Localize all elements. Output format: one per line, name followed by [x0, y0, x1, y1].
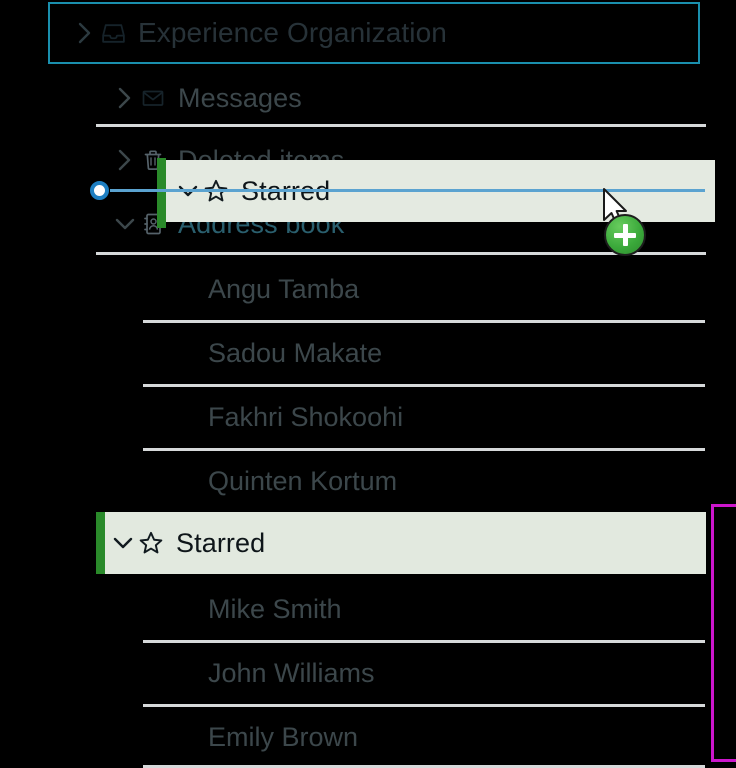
selection-marquee: [711, 504, 736, 762]
tree-item-messages[interactable]: Messages: [96, 78, 656, 118]
chevron-right-icon[interactable]: [112, 147, 138, 173]
list-item[interactable]: Emily Brown: [143, 706, 705, 768]
separator: [143, 765, 705, 768]
tree-item-starred[interactable]: Starred: [96, 512, 706, 574]
chevron-right-icon[interactable]: [112, 85, 138, 111]
drop-indicator-line: [110, 189, 705, 192]
contact-name: Emily Brown: [208, 721, 359, 752]
star-icon: [136, 528, 166, 558]
tree-item-label: Messages: [178, 82, 302, 113]
list-item[interactable]: Quinten Kortum: [143, 450, 705, 512]
star-icon: [201, 176, 231, 206]
contact-name: Angu Tamba: [208, 273, 360, 304]
tree-item-label: Experience Organization: [138, 17, 447, 48]
accent-bar: [96, 512, 105, 574]
plus-icon: [604, 214, 646, 256]
inbox-icon: [98, 18, 128, 48]
contact-name: Sadou Makate: [208, 337, 383, 368]
contact-name: Fakhri Shokoohi: [208, 401, 404, 432]
separator: [143, 704, 705, 707]
chevron-right-icon[interactable]: [72, 20, 98, 46]
list-item[interactable]: Angu Tamba: [143, 258, 705, 320]
chevron-down-icon[interactable]: [112, 211, 138, 237]
list-item[interactable]: John Williams: [143, 642, 705, 704]
envelope-icon: [138, 83, 168, 113]
drop-indicator-handle: [90, 181, 109, 200]
tree-item-experience-organization[interactable]: Experience Organization: [48, 2, 700, 64]
tree-item-label: Starred: [176, 527, 266, 558]
list-item[interactable]: Mike Smith: [143, 578, 705, 640]
list-item[interactable]: Fakhri Shokoohi: [143, 386, 705, 448]
contact-name: John Williams: [208, 657, 375, 688]
contact-name: Quinten Kortum: [208, 465, 398, 496]
separator: [143, 320, 705, 323]
separator: [143, 384, 705, 387]
accent-bar: [157, 158, 166, 228]
contact-name: Mike Smith: [208, 593, 342, 624]
list-item[interactable]: Sadou Makate: [143, 322, 705, 384]
separator: [143, 640, 705, 643]
separator: [96, 124, 706, 127]
chevron-down-icon[interactable]: [110, 530, 136, 556]
separator: [143, 448, 705, 451]
separator: [96, 252, 706, 255]
